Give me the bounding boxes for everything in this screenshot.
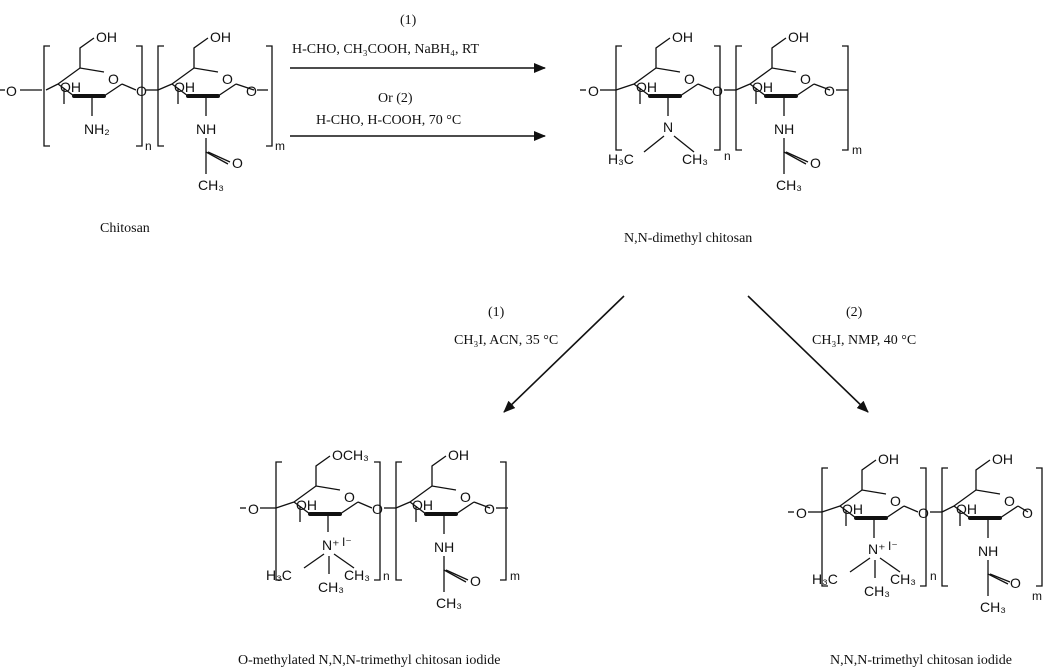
dmc-subscript-m: m (852, 143, 862, 157)
tmc-acetyl-ch3: CH₃ (980, 599, 1006, 615)
dmc-acetyl-ch3: CH₃ (776, 177, 802, 193)
tmc-iodide: I⁻ (888, 539, 898, 553)
reaction2-right-number: (2) (846, 305, 863, 320)
tmc-chain-o-left: O (796, 505, 807, 521)
chitosan-name: Chitosan (100, 221, 150, 236)
reaction1-conditions: (1) H-CHO, CH₃COOH, NaBH₄, RT Or (2) H-C… (290, 13, 546, 141)
omtmc-iodide: I⁻ (342, 535, 352, 549)
reaction1-cond2-number: Or (2) (378, 91, 413, 106)
dmc-ch3: CH₃ (682, 151, 708, 167)
omtmc-nh-label: NH (434, 539, 454, 555)
svg-text:OH: OH (296, 497, 317, 513)
subscript-m: m (275, 139, 285, 153)
reaction1-cond1-number: (1) (400, 13, 417, 28)
dmc-name: N,N-dimethyl chitosan (624, 231, 752, 246)
omtmc-chain-o-right: O (484, 501, 495, 517)
subscript-n: n (145, 139, 152, 153)
reaction2-arrow-left (503, 295, 625, 413)
omtmc-structure: O n O OCH₃ OH N⁺ I⁻ H₃C CH₃ CH₃ O (240, 445, 520, 611)
omtmc-subscript-m: m (510, 569, 520, 583)
reaction2-conditions: (1) CH₃I, ACN, 35 °C (2) CH₃I, NMP, 40 °… (454, 295, 916, 413)
dmc-n-label: N (663, 119, 673, 135)
omtmc-ch3-a: CH₃ (344, 567, 370, 583)
dmc-glycosidic-o: O (712, 83, 723, 99)
dmc-h3c: H₃C (608, 151, 634, 167)
tmc-name: N,N,N-trimethyl chitosan iodide (830, 653, 1012, 668)
glycosidic-o-1: O (136, 83, 147, 99)
dmc-chain-o-left: O (588, 83, 599, 99)
omtmc-name: O-methylated N,N,N-trimethyl chitosan io… (238, 653, 500, 668)
tmc-subscript-m: m (1032, 589, 1042, 603)
omtmc-subscript-n: n (383, 569, 390, 583)
chitosan-structure: O n NH₂ O m NH O CH₃ O (0, 27, 285, 193)
nh2-label: NH₂ (84, 121, 110, 137)
nh-label: NH (196, 121, 216, 137)
svg-text:O: O (344, 489, 355, 505)
tmc-subscript-n: n (930, 569, 937, 583)
tmc-chain-o-right: O (1022, 505, 1033, 521)
omtmc-acetyl-ch3: CH₃ (436, 595, 462, 611)
omtmc-h3c: H₃C (266, 567, 292, 583)
omtmc-chain-o-left: O (248, 501, 259, 517)
tmc-structure: O n N⁺ I⁻ H₃C CH₃ CH₃ O m NH (788, 449, 1043, 615)
omtmc-carbonyl-o: O (470, 573, 481, 589)
tmc-h3c: H₃C (812, 571, 838, 587)
tmc-ch3-b: CH₃ (864, 583, 890, 599)
omtmc-ch3-b: CH₃ (318, 579, 344, 595)
tmc-carbonyl-o: O (1010, 575, 1021, 591)
dimethyl-chitosan-structure: O n N H₃C CH₃ O m NH O CH₃ (580, 27, 862, 193)
dmc-nh-label: NH (774, 121, 794, 137)
reaction1-cond1: H-CHO, CH₃COOH, NaBH₄, RT (292, 42, 479, 57)
acetyl-ch3: CH₃ (198, 177, 224, 193)
carbonyl-o: O (232, 155, 243, 171)
reaction2-left-cond: CH₃I, ACN, 35 °C (454, 333, 558, 348)
tmc-nplus: N⁺ (868, 541, 886, 557)
tmc-ch3-a: CH₃ (890, 571, 916, 587)
omtmc-glycosidic-o: O (372, 501, 383, 517)
tmc-glycosidic-o: O (918, 505, 929, 521)
chain-o-left: O (6, 83, 17, 99)
dmc-carbonyl-o: O (810, 155, 821, 171)
reaction2-left-number: (1) (488, 305, 505, 320)
reaction2-right-cond: CH₃I, NMP, 40 °C (812, 333, 916, 348)
tmc-nh-label: NH (978, 543, 998, 559)
chain-o-right: O (246, 83, 257, 99)
reaction1-cond2: H-CHO, H-COOH, 70 °C (316, 113, 461, 128)
dmc-chain-o-right: O (824, 83, 835, 99)
dmc-subscript-n: n (724, 149, 731, 163)
omtmc-nplus: N⁺ (322, 537, 340, 553)
omtmc-och3: OCH₃ (332, 447, 369, 463)
reaction2-arrow-right (747, 295, 869, 413)
